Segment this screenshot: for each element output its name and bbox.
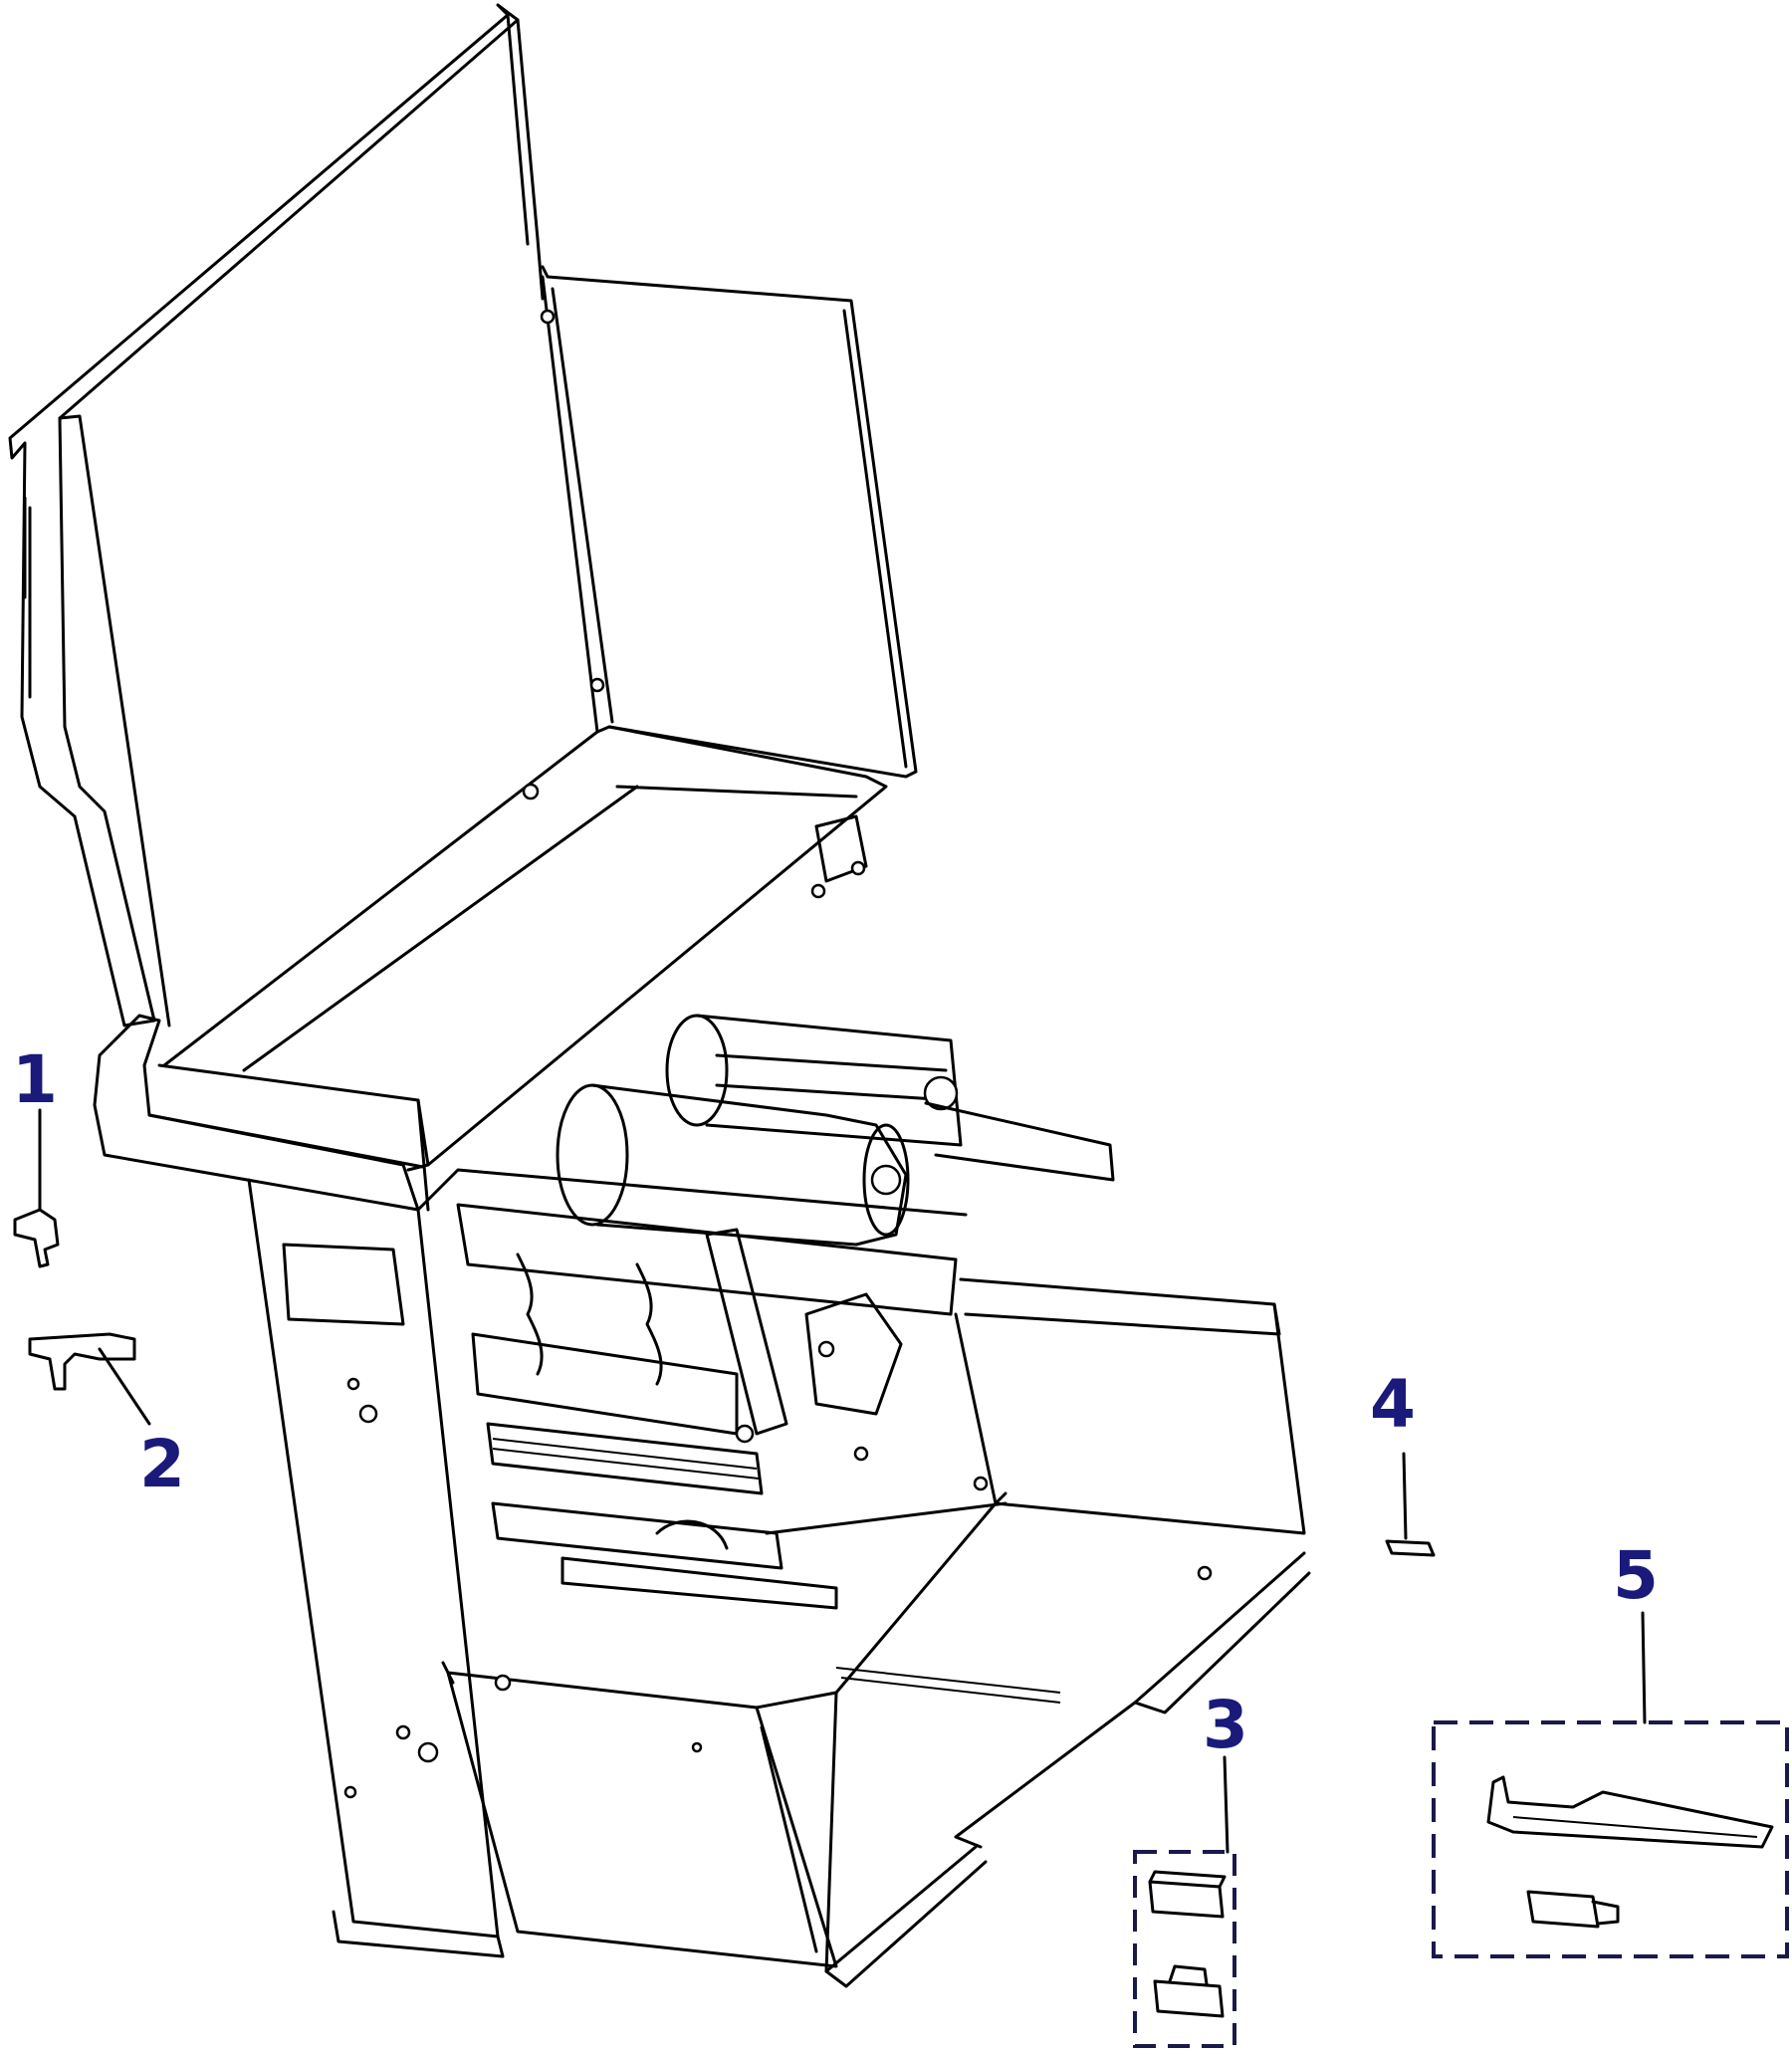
part-5-assembly	[1432, 1611, 1789, 1958]
callout-2: 2	[139, 1426, 185, 1502]
part-2-lever	[28, 1332, 151, 1426]
callout-4: 4	[1370, 1366, 1416, 1443]
callout-5: 5	[1613, 1537, 1659, 1614]
media-cover	[8, 3, 545, 1027]
ribbon-spindle-upper	[665, 1014, 1115, 1182]
printhead-assembly	[456, 1203, 958, 1610]
part-1-sensor-bracket	[13, 1108, 60, 1268]
base-plate	[765, 1277, 1311, 1988]
callout-3: 3	[1203, 1687, 1248, 1763]
media-compartment	[162, 725, 888, 1172]
part-3-hinges	[1133, 1755, 1236, 2048]
side-door	[540, 265, 918, 779]
main-frame	[247, 1168, 968, 1958]
part-4-clip	[1385, 1452, 1436, 1557]
lower-front-cover	[441, 1661, 838, 1973]
callout-1: 1	[12, 1041, 58, 1118]
ribbon-spindle-lower	[556, 1083, 910, 1247]
front-bezel	[93, 1014, 430, 1212]
